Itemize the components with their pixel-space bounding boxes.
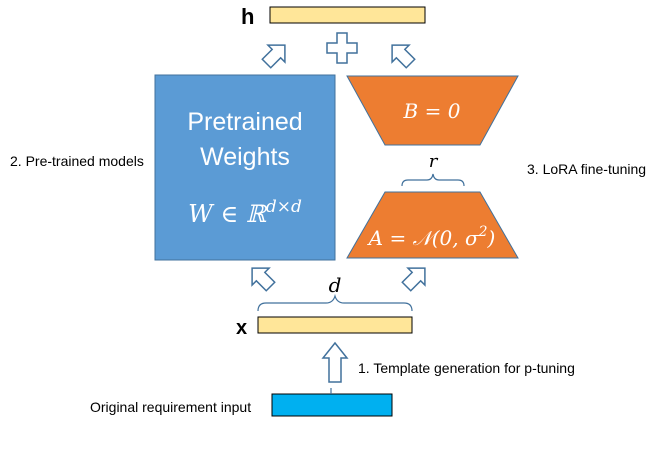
rank-bracket (401, 173, 465, 187)
arrow-up-right-lower-icon (401, 267, 426, 292)
rank-label: r (429, 151, 439, 172)
pretrained-formula: W ∈ ℝd×d (188, 197, 302, 228)
plus-icon (326, 32, 358, 64)
lora-a-formula: A = 𝒩(0, σ2) (367, 224, 496, 250)
arrow-up-icon (321, 341, 349, 383)
input-label: x (236, 317, 247, 339)
pretrained-line2: Weights (200, 143, 290, 171)
lora-b-matrix (346, 75, 519, 146)
label-template-generation: 1. Template generation for p-tuning (358, 360, 575, 376)
dim-bracket (257, 293, 413, 312)
label-lora-finetuning: 3. LoRA fine-tuning (527, 161, 646, 177)
input-vector (257, 316, 413, 334)
lora-b-formula: B = 0 (403, 99, 461, 123)
label-original-input: Original requirement input (90, 399, 251, 415)
lora-a-matrix (346, 191, 519, 259)
arrow-up-left-icon (391, 44, 416, 69)
pretrained-line1: Pretrained (187, 108, 302, 136)
dim-label: d (329, 273, 342, 297)
arrow-up-right-icon (261, 44, 286, 69)
label-pretrained-models: 2. Pre-trained models (10, 153, 144, 169)
output-label: h (241, 4, 254, 29)
original-input-box (271, 393, 393, 417)
pretrained-weights-block (154, 74, 336, 261)
output-vector (269, 6, 426, 24)
arrow-up-left-lower-icon (251, 267, 276, 292)
